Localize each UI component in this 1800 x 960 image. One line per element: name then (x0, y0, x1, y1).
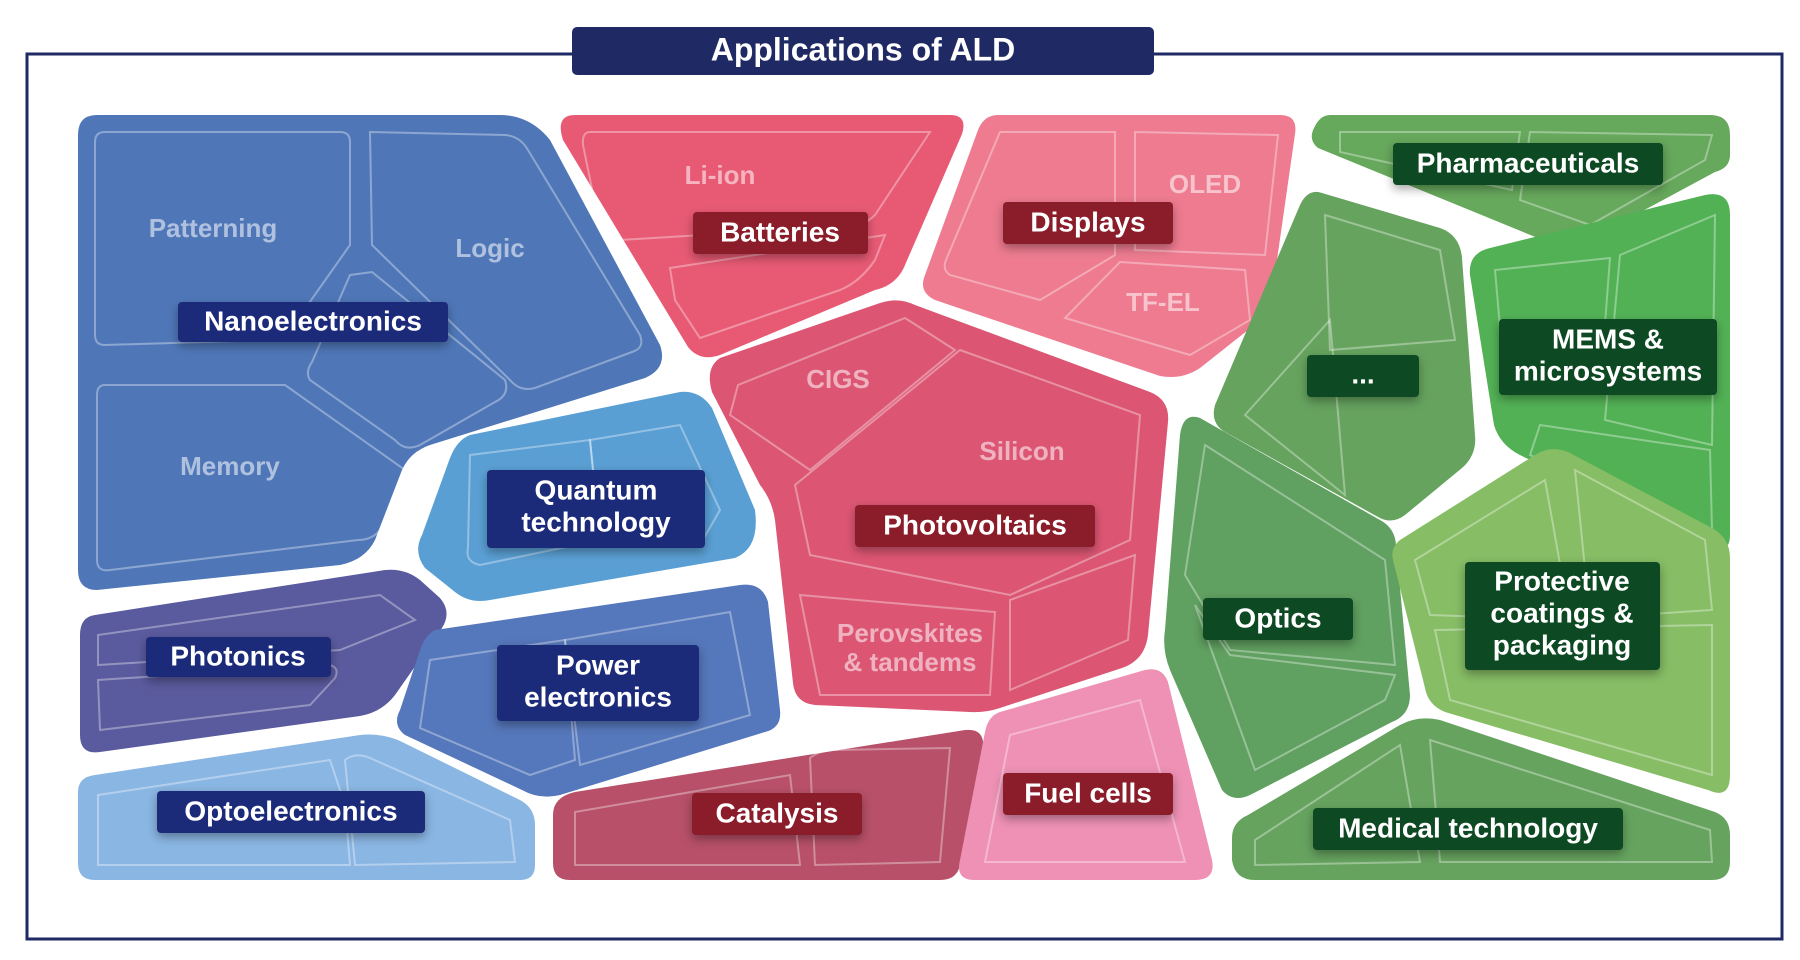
label-batteries: Batteries (693, 212, 868, 254)
label-quantum-technology: Quantum technology (487, 470, 705, 548)
label-power-electronics: Power electronics (497, 645, 699, 721)
label-protective: Protective coatings & packaging (1465, 562, 1660, 670)
label-quantum-line1: Quantum (535, 474, 658, 505)
label-photovoltaics-text: Photovoltaics (883, 509, 1067, 540)
sub-label-oled: OLED (1169, 169, 1241, 199)
label-power-line1: Power (556, 649, 640, 680)
label-quantum-line2: technology (521, 506, 671, 537)
sub-label-cigs: CIGS (806, 364, 870, 394)
label-optoelectronics: Optoelectronics (157, 791, 425, 833)
sub-label-li-ion: Li-ion (685, 160, 756, 190)
sub-label-logic: Logic (455, 233, 524, 263)
label-pharmaceuticals: Pharmaceuticals (1393, 143, 1663, 185)
sub-label-tandems: & tandems (844, 647, 977, 677)
label-batteries-text: Batteries (720, 216, 840, 247)
title-banner: Applications of ALD (572, 27, 1154, 75)
label-mems-line1: MEMS & (1552, 323, 1664, 354)
sub-label-memory: Memory (180, 451, 280, 481)
label-pharmaceuticals-text: Pharmaceuticals (1417, 147, 1640, 178)
label-catalysis: Catalysis (692, 793, 862, 835)
label-medical: Medical technology (1313, 808, 1623, 850)
label-optics: Optics (1203, 598, 1353, 640)
sub-label-perovskites: Perovskites (837, 618, 983, 648)
label-photonics-text: Photonics (170, 640, 305, 671)
label-photovoltaics: Photovoltaics (855, 505, 1095, 547)
label-nanoelectronics: Nanoelectronics (178, 302, 448, 342)
label-displays: Displays (1003, 202, 1173, 244)
sub-label-silicon: Silicon (979, 436, 1064, 466)
label-mems-line2: microsystems (1514, 355, 1702, 386)
label-photonics: Photonics (146, 637, 331, 677)
label-nanoelectronics-text: Nanoelectronics (204, 305, 422, 336)
label-optoelectronics-text: Optoelectronics (184, 795, 397, 826)
region-displays: OLED TF-EL (922, 115, 1296, 377)
label-optics-text: Optics (1234, 602, 1321, 633)
label-catalysis-text: Catalysis (716, 797, 839, 828)
label-fuel-cells: Fuel cells (1003, 773, 1173, 815)
label-protective-line2: coatings & (1490, 597, 1633, 628)
sub-label-patterning: Patterning (149, 213, 278, 243)
label-power-line2: electronics (524, 681, 672, 712)
label-protective-line1: Protective (1494, 565, 1629, 596)
label-displays-text: Displays (1030, 206, 1145, 237)
label-medical-text: Medical technology (1338, 812, 1598, 843)
label-protective-line3: packaging (1493, 629, 1631, 660)
label-fuel-cells-text: Fuel cells (1024, 777, 1152, 808)
diagram-title: Applications of ALD (711, 31, 1016, 67)
region-nanoelectronics: Patterning Logic Memory (78, 115, 663, 590)
label-mems: MEMS & microsystems (1499, 319, 1717, 395)
sub-label-tf-el: TF-EL (1126, 287, 1200, 317)
label-ellipsis: ... (1307, 355, 1419, 397)
label-ellipsis-text: ... (1351, 358, 1374, 389)
